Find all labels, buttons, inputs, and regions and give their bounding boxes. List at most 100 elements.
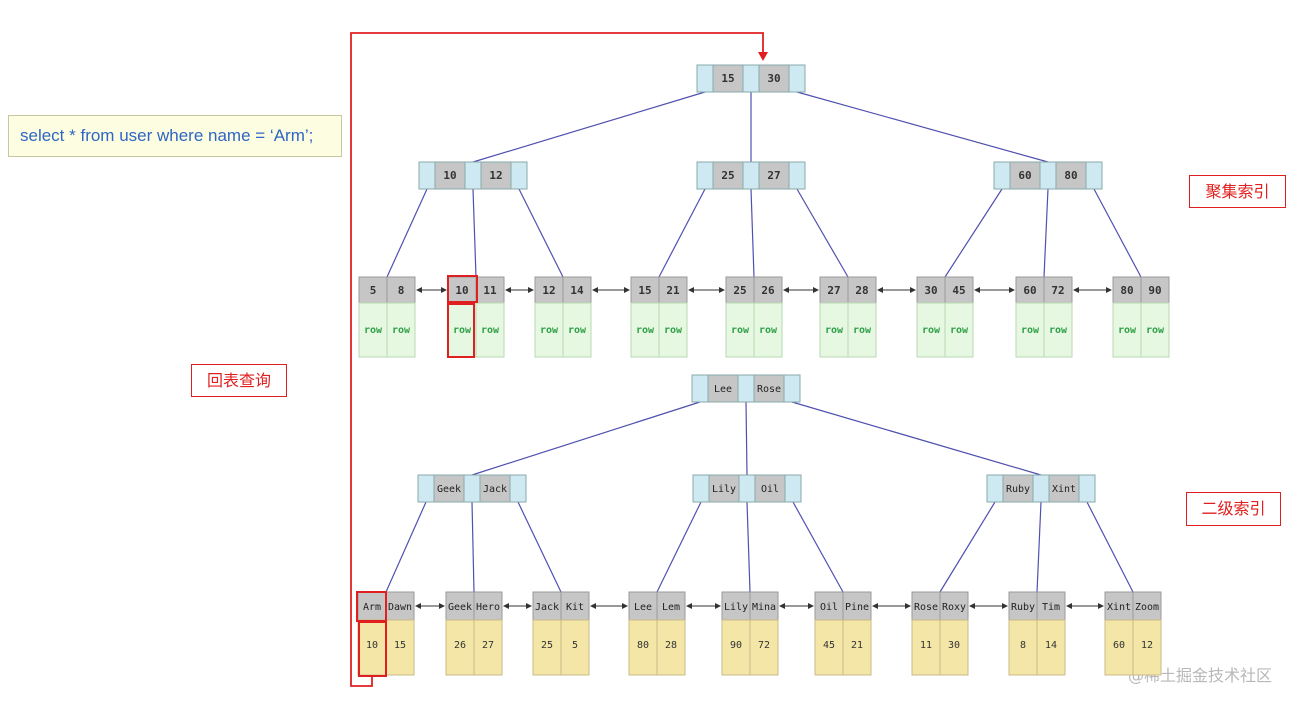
back-to-table-path bbox=[350, 32, 764, 687]
pk-value: 27 bbox=[482, 640, 494, 651]
row-text: row bbox=[950, 325, 969, 336]
pk-cell bbox=[628, 619, 658, 676]
pk-cell bbox=[814, 619, 844, 676]
key-cell bbox=[758, 161, 790, 190]
leaf-key: Geek bbox=[448, 602, 472, 613]
leaf-key: Tim bbox=[1042, 602, 1060, 613]
pk-value: 28 bbox=[665, 640, 677, 651]
pk-value: 90 bbox=[730, 640, 742, 651]
pointer-cell bbox=[1085, 161, 1103, 190]
leaf-key: Xint bbox=[1107, 602, 1131, 613]
tree-edge bbox=[1036, 501, 1042, 593]
leaf-key-cell bbox=[944, 276, 974, 304]
tree-edge bbox=[746, 501, 751, 593]
pointer-cell bbox=[418, 161, 436, 190]
pk-cell bbox=[532, 619, 562, 676]
pointer-cell bbox=[788, 64, 806, 93]
leaf-key: 15 bbox=[638, 284, 651, 297]
leaf-key-cell bbox=[1036, 591, 1066, 621]
pk-cell bbox=[1008, 619, 1038, 676]
pk-cell bbox=[473, 619, 503, 676]
pk-value: 8 bbox=[1020, 640, 1026, 651]
pk-cell bbox=[721, 619, 751, 676]
row-text: row bbox=[364, 325, 383, 336]
pointer-cell bbox=[509, 474, 527, 503]
leaf-key: 30 bbox=[924, 284, 937, 297]
node-key: 25 bbox=[721, 169, 734, 182]
pointer-cell bbox=[1032, 474, 1050, 503]
node-key: 30 bbox=[767, 72, 780, 85]
pointer-cell bbox=[1078, 474, 1096, 503]
row-cell bbox=[562, 302, 592, 358]
node-key: 15 bbox=[721, 72, 734, 85]
leaf-key: Pine bbox=[845, 602, 869, 613]
pk-cell bbox=[939, 619, 969, 676]
secondary-index-label-text: 二级索引 bbox=[1201, 499, 1266, 518]
pointer-cell bbox=[696, 64, 714, 93]
pointer-cell bbox=[692, 474, 710, 503]
leaf-key: 11 bbox=[483, 284, 497, 297]
pointer-cell bbox=[696, 161, 714, 190]
leaf-key: 45 bbox=[952, 284, 965, 297]
leaf-key: 80 bbox=[1120, 284, 1133, 297]
row-text: row bbox=[731, 325, 750, 336]
row-text: row bbox=[392, 325, 411, 336]
secondary-index-label: 二级索引 bbox=[1186, 492, 1281, 526]
tree-edge bbox=[1086, 501, 1134, 593]
node-key: Jack bbox=[483, 484, 507, 495]
pk-cell bbox=[1132, 619, 1162, 676]
pk-value: 80 bbox=[637, 640, 649, 651]
row-text: row bbox=[636, 325, 655, 336]
pk-value: 14 bbox=[1045, 640, 1057, 651]
key-cell bbox=[708, 474, 740, 503]
row-cell bbox=[386, 302, 416, 358]
pointer-cell bbox=[510, 161, 528, 190]
row-cell bbox=[475, 302, 505, 358]
pk-cell bbox=[842, 619, 872, 676]
pointer-cell bbox=[788, 161, 806, 190]
row-text: row bbox=[1146, 325, 1165, 336]
leaf-key: Lem bbox=[662, 602, 680, 613]
clustered-index-label-text: 聚集索引 bbox=[1205, 182, 1270, 201]
pointer-cell bbox=[783, 374, 801, 403]
leaf-key: Zoom bbox=[1135, 602, 1159, 613]
leaf-key-cell bbox=[749, 591, 779, 621]
pointer-cell bbox=[691, 374, 709, 403]
tree-edge bbox=[939, 501, 996, 593]
tree-edge bbox=[656, 501, 702, 593]
sql-query-box: select * from user where name = ‘Arm’; bbox=[8, 115, 342, 157]
row-cell bbox=[753, 302, 783, 358]
tree-edge bbox=[1093, 188, 1142, 278]
leaf-key: 28 bbox=[855, 284, 868, 297]
pk-cell bbox=[1104, 619, 1134, 676]
row-cell bbox=[630, 302, 660, 358]
row-cell bbox=[1015, 302, 1045, 358]
node-key: 27 bbox=[767, 169, 780, 182]
node-key: Geek bbox=[437, 484, 461, 495]
key-cell bbox=[754, 474, 786, 503]
tree-edge bbox=[658, 188, 706, 278]
pointer-cell bbox=[464, 161, 482, 190]
pk-cell bbox=[385, 619, 415, 676]
leaf-key: Jack bbox=[535, 602, 559, 613]
key-cell bbox=[434, 161, 466, 190]
row-cell bbox=[1140, 302, 1170, 358]
leaf-key-cell bbox=[725, 276, 755, 304]
pointer-cell bbox=[1039, 161, 1057, 190]
leaf-key-cell bbox=[445, 591, 475, 621]
row-cell bbox=[916, 302, 946, 358]
leaf-key-cell bbox=[939, 591, 969, 621]
leaf-key: 26 bbox=[761, 284, 775, 297]
pk-value: 15 bbox=[394, 640, 406, 651]
